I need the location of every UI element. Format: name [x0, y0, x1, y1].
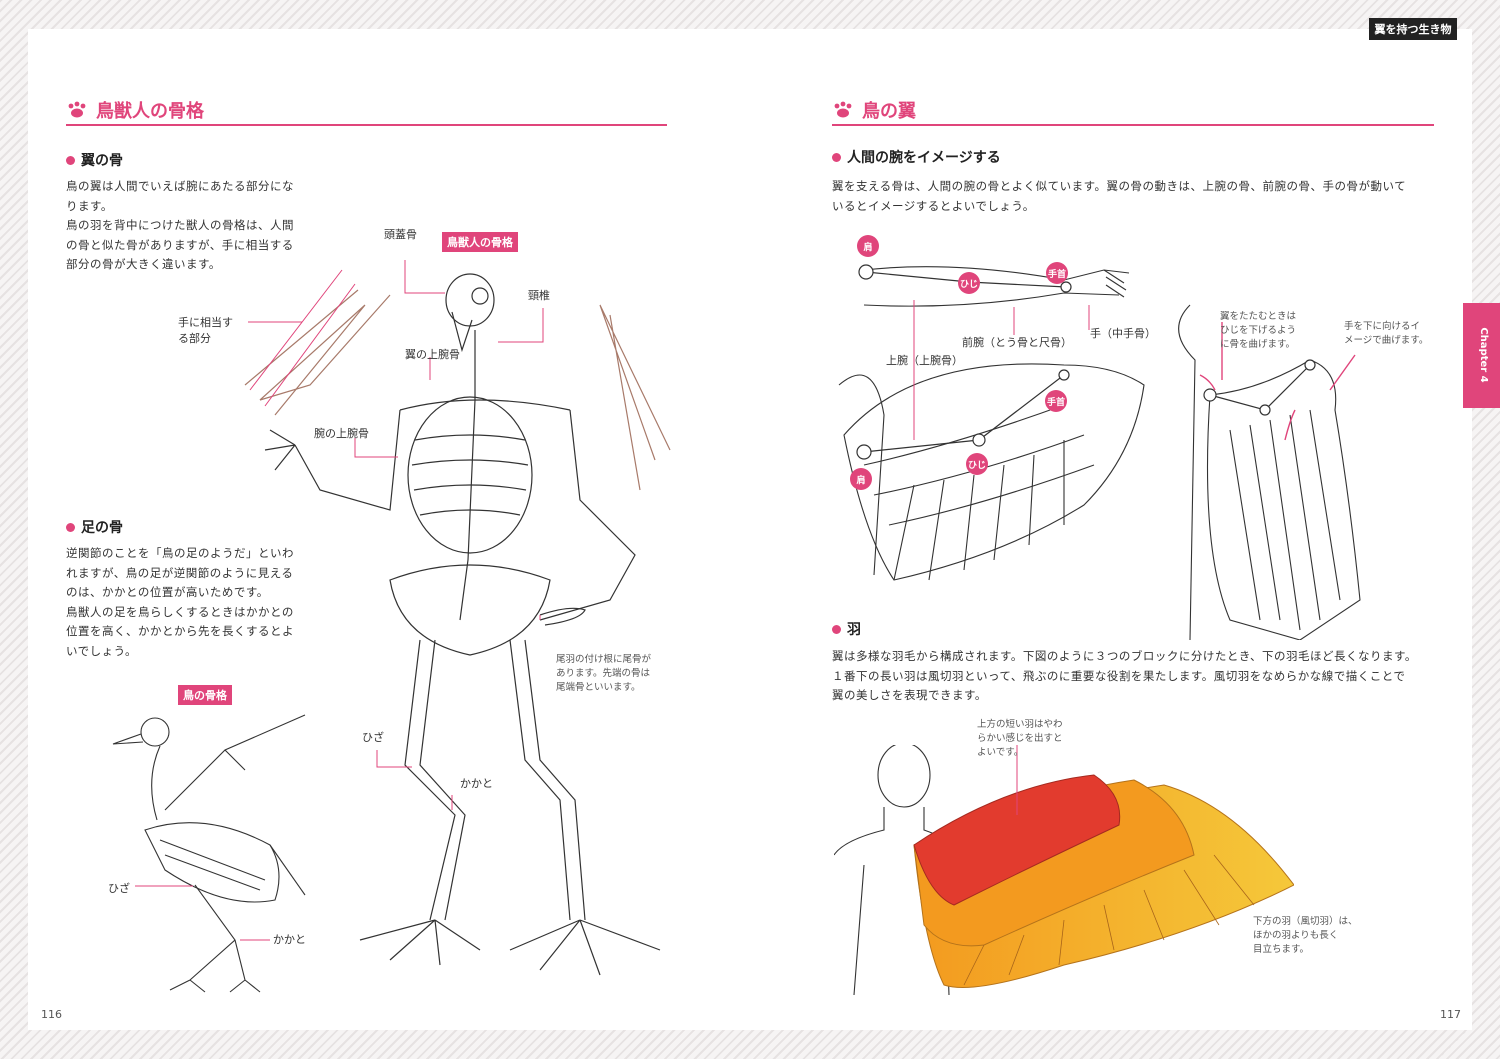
- hand-bracket-illustration: [248, 269, 356, 407]
- label-heel: かかと: [460, 777, 493, 790]
- bird-label-knee: ひざ: [108, 882, 130, 895]
- text-line: 翼の美しさを表現できます。: [832, 688, 987, 702]
- badge-elbow-top: ひじ: [958, 272, 980, 294]
- bullet-dot: [832, 152, 841, 162]
- header-tag: 翼を持つ生き物: [1369, 18, 1457, 40]
- right-title-text: 鳥の翼: [862, 101, 916, 122]
- text-line: 鳥の翼は人間でいえば腕にあたる部分にな: [66, 179, 294, 193]
- leg-bone-text: 逆関節のことを「鳥の足のようだ」といわ れますが、鳥の足が逆関節のように見える …: [66, 544, 326, 661]
- note-line: あります。先端の骨は: [556, 668, 651, 679]
- bullet-dot: [832, 624, 841, 634]
- tail-bone-note: 尾羽の付け根に尾骨が あります。先端の骨は 尾端骨といいます。: [556, 653, 651, 695]
- arm-image-text: 翼を支える骨は、人間の腕の骨とよく似ています。翼の骨の動きは、上腕の骨、前腕の骨…: [832, 177, 1442, 216]
- chapter-tab-label: Chapter 4: [1478, 327, 1489, 383]
- label-upper-arm: 上腕（上腕骨）: [886, 354, 963, 367]
- text-line: のは、かかとの位置が高いためです。: [66, 585, 269, 599]
- label-hand-part: 手に相当す る部分: [178, 315, 233, 347]
- text-line: ります。: [66, 198, 113, 213]
- fold-wing-note: 翼をたたむときは ひじを下げるよう に骨を曲げます。: [1220, 310, 1296, 352]
- feather-heading-text: 羽: [847, 622, 861, 638]
- feather-heading: 羽: [832, 619, 861, 639]
- badge-elbow-wing: ひじ: [966, 453, 988, 475]
- text-line: いるとイメージするとよいでしょう。: [832, 198, 1035, 213]
- label-hand: 手（中手骨）: [1090, 327, 1156, 340]
- note-line: ほかの羽よりも長く: [1253, 930, 1339, 941]
- paw-icon: [68, 101, 86, 118]
- label-neck: 頸椎: [528, 289, 550, 302]
- note-line: 手を下に向けるイ: [1344, 321, 1421, 332]
- note-line: 下方の羽（風切羽）は、: [1253, 916, 1358, 927]
- text-line: 逆関節のことを「鳥の足のようだ」といわ: [66, 546, 294, 560]
- text-line: 部分の骨が大きく違います。: [66, 257, 221, 271]
- paw-icon: [834, 101, 852, 118]
- birdman-skeleton-illustration: [244, 260, 671, 976]
- note-line: 尾羽の付け根に尾骨が: [556, 654, 652, 665]
- note-line: 上方の短い羽はやわ: [977, 719, 1063, 730]
- birdman-skeleton-tag: 鳥獣人の骨格: [442, 232, 518, 252]
- note-line: 目立ちます。: [1253, 944, 1310, 955]
- bottom-feather-note: 下方の羽（風切羽）は、 ほかの羽よりも長く 目立ちます。: [1253, 915, 1358, 957]
- text-line: 翼を支える骨は、人間の腕の骨とよく似ています。翼の骨の動きは、上腕の骨、前腕の骨…: [832, 179, 1407, 193]
- text-line: 翼は多様な羽毛から構成されます。下図のように３つのブロックに分けたとき、下の羽毛…: [832, 649, 1417, 663]
- wing-bone-text: 鳥の翼は人間でいえば腕にあたる部分にな ります。 鳥の羽を背中につけた獣人の骨格…: [66, 177, 326, 275]
- note-line: 翼をたたむときは: [1220, 311, 1297, 322]
- label-knee: ひざ: [362, 731, 384, 744]
- bullet-dot: [66, 155, 75, 165]
- leg-bone-heading-text: 足の骨: [81, 520, 123, 536]
- label-line: る部分: [178, 332, 211, 345]
- label-skull: 頭蓋骨: [384, 228, 417, 241]
- text-line: れますが、鳥の足が逆関節のように見える: [66, 565, 294, 580]
- colored-wing-illustration: [834, 745, 1294, 996]
- text-line: の骨と似た骨がありますが、手に相当する: [66, 237, 294, 252]
- arm-image-heading: 人間の腕をイメージする: [832, 147, 1001, 167]
- wing-bone-heading-text: 翼の骨: [81, 153, 123, 169]
- note-line: よいです。: [977, 747, 1024, 758]
- arm-image-heading-text: 人間の腕をイメージする: [847, 150, 1001, 166]
- bird-label-heel: かかと: [273, 933, 306, 946]
- note-line: 尾端骨といいます。: [556, 682, 641, 693]
- folded-wing-illustration: [1178, 304, 1361, 640]
- page-number-left: 116: [41, 1008, 62, 1021]
- note-line: らかい感じを出すと: [977, 733, 1063, 744]
- label-forearm: 前腕（とう骨と尺骨）: [962, 336, 1072, 349]
- hand-down-note: 手を下に向けるイ メージで曲げます。: [1344, 320, 1428, 348]
- badge-wrist-wing: 手首: [1045, 390, 1067, 412]
- bird-skeleton-illustration: [112, 714, 306, 993]
- text-line: いでしょう。: [66, 643, 137, 658]
- left-title-rule: [66, 124, 667, 126]
- bird-skeleton-tag: 鳥の骨格: [178, 685, 232, 705]
- note-line: ひじを下げるよう: [1220, 325, 1297, 336]
- text-line: 鳥の羽を背中につけた獣人の骨格は、人間: [66, 218, 294, 232]
- top-feather-note: 上方の短い羽はやわ らかい感じを出すと よいです。: [977, 718, 1063, 760]
- note-line: メージで曲げます。: [1344, 335, 1429, 346]
- note-line: に骨を曲げます。: [1220, 339, 1296, 350]
- badge-wrist-top: 手首: [1046, 262, 1068, 284]
- badge-shoulder-top: 肩: [857, 235, 879, 257]
- text-line: 位置を高く、かかとから先を長くするとよ: [66, 624, 294, 638]
- badge-shoulder-wing: 肩: [850, 468, 872, 490]
- arm-wing-illustration: [838, 264, 1145, 581]
- chapter-tab: [1463, 303, 1500, 408]
- text-line: １番下の長い羽は風切羽といって、飛ぶのに重要な役割を果たします。風切羽をなめらか…: [832, 668, 1406, 683]
- feather-text: 翼は多様な羽毛から構成されます。下図のように３つのブロックに分けたとき、下の羽毛…: [832, 647, 1447, 706]
- right-section-title: 鳥の翼: [832, 97, 916, 123]
- left-section-title: 鳥獣人の骨格: [66, 97, 204, 123]
- label-line: 手に相当す: [178, 316, 233, 329]
- left-title-text: 鳥獣人の骨格: [96, 101, 204, 122]
- right-title-rule: [832, 124, 1434, 126]
- wing-bone-heading: 翼の骨: [66, 150, 123, 170]
- label-wing-humerus: 翼の上腕骨: [405, 348, 460, 361]
- leg-bone-heading: 足の骨: [66, 517, 123, 537]
- text-line: 鳥獣人の足を鳥らしくするときはかかとの: [66, 604, 294, 619]
- label-arm-humerus: 腕の上腕骨: [314, 427, 369, 440]
- bullet-dot: [66, 522, 75, 532]
- page-number-right: 117: [1440, 1008, 1461, 1021]
